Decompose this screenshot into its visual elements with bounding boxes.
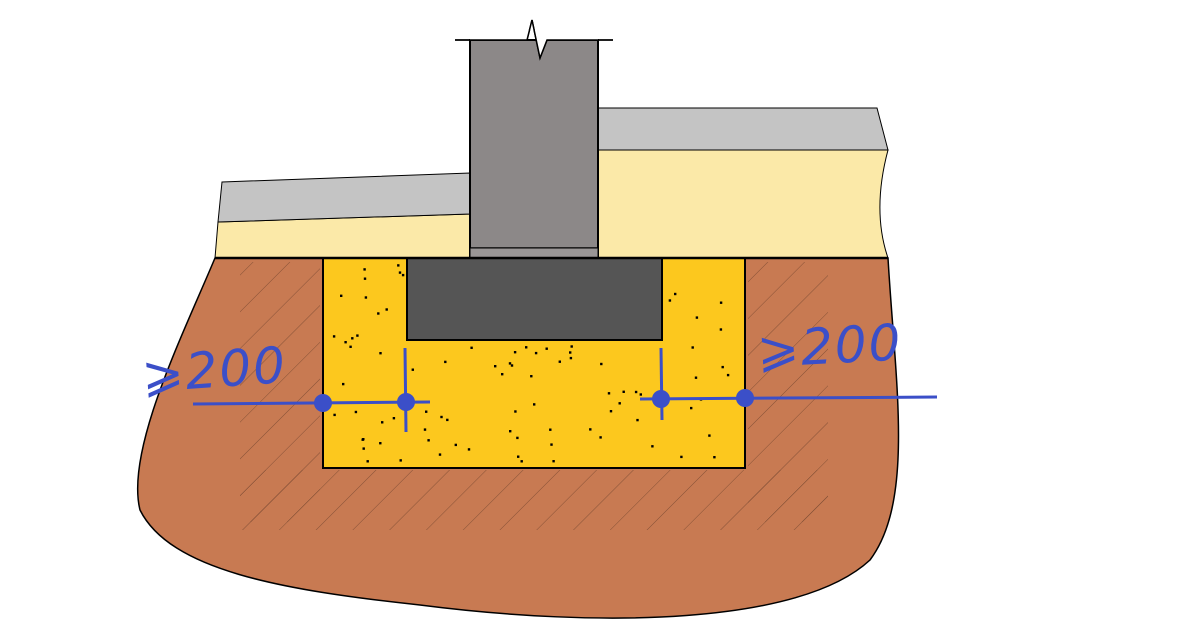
right-dimension: ⩾200 <box>639 313 938 421</box>
sand-grain <box>570 345 573 348</box>
sand-grain <box>726 373 730 377</box>
sand-grain <box>397 264 400 267</box>
sand-grain <box>398 271 402 274</box>
soil-hatching <box>240 262 828 530</box>
sand-grain <box>690 406 693 410</box>
sand-grain <box>427 439 430 442</box>
sand-grain <box>607 392 611 395</box>
sand-grain <box>425 410 428 413</box>
sand-grain <box>520 460 523 463</box>
sand-grain <box>639 393 642 396</box>
sand-grain <box>713 456 716 459</box>
sand-grain <box>361 438 364 441</box>
right-paving <box>597 107 889 151</box>
sand-grain <box>674 292 677 296</box>
sand-grain <box>708 434 711 437</box>
sand-grain <box>668 299 672 302</box>
sand-grain <box>516 436 519 440</box>
sand-grain <box>509 430 512 433</box>
sand-grain <box>550 443 553 446</box>
sand-grain <box>354 410 358 414</box>
left-dimension-label: ⩾200 <box>140 336 289 404</box>
sand-grain <box>363 268 366 271</box>
sand-grain <box>501 373 504 376</box>
sand-grain <box>332 335 336 338</box>
sand-grain <box>636 418 639 422</box>
sand-grain <box>379 352 382 355</box>
sand-grain <box>446 418 449 422</box>
sand-grain <box>470 346 473 349</box>
sand-grain <box>622 390 625 393</box>
sand-grain <box>385 308 388 311</box>
sand-grain <box>618 402 621 405</box>
left-dimension-point-outer <box>314 394 332 412</box>
left-paving <box>217 172 471 223</box>
sand-grain <box>411 368 414 371</box>
sand-grain <box>510 364 514 367</box>
sand-grain <box>342 382 345 386</box>
sand-grain <box>356 334 359 337</box>
sand-grain <box>719 301 723 304</box>
sand-grain <box>467 448 471 451</box>
sand-grain <box>423 428 427 431</box>
sand-grain <box>392 417 396 420</box>
sand-grain <box>569 351 572 354</box>
sand-grain <box>634 390 638 394</box>
sand-grain <box>362 447 365 450</box>
left-dimension: ⩾200 <box>140 336 431 433</box>
sand-grain <box>363 277 367 280</box>
sand-grain <box>514 410 517 413</box>
sand-grain <box>691 346 694 349</box>
sand-grain <box>558 360 561 363</box>
wall-column <box>469 39 599 259</box>
sand-grain <box>545 347 548 350</box>
sand-grain <box>366 460 369 463</box>
sand-grain <box>549 428 552 431</box>
sand-speckles <box>332 264 730 463</box>
sand-grain <box>381 421 384 424</box>
sand-grain <box>444 360 447 364</box>
sand-grain <box>695 316 699 319</box>
sand-grain <box>600 362 603 366</box>
sand-grain <box>517 455 520 458</box>
left-dimension-point-inner <box>397 393 415 411</box>
sand-grain <box>680 455 683 459</box>
right-dimension-point-inner <box>652 390 670 408</box>
sand-grain <box>494 365 497 368</box>
right-sand-layer <box>597 149 889 259</box>
sand-grain <box>438 453 442 456</box>
sand-grain <box>609 410 613 413</box>
sand-grain <box>525 346 528 349</box>
sand-grain <box>719 328 723 331</box>
sand-grain <box>552 460 555 463</box>
sand-grain <box>344 341 347 344</box>
right-dimension-label: ⩾200 <box>756 313 904 379</box>
sand-grain <box>351 337 354 340</box>
sand-grain <box>440 415 443 419</box>
sand-grain <box>454 443 457 447</box>
sand-grain <box>379 442 382 445</box>
sand-grain <box>401 273 405 277</box>
footing-block <box>406 257 663 341</box>
sand-grain <box>533 403 536 406</box>
sand-grain <box>569 356 573 360</box>
sand-grain <box>651 445 654 448</box>
sand-grain <box>721 365 724 369</box>
right-dimension-point-outer <box>736 389 754 407</box>
sand-grain <box>377 312 380 315</box>
sand-grain <box>508 362 512 365</box>
sand-grain <box>530 375 533 378</box>
sand-grain <box>534 351 538 355</box>
sand-grain <box>333 413 336 417</box>
sand-grain <box>694 376 698 379</box>
sand-grain <box>340 294 343 297</box>
sand-grain <box>513 351 517 354</box>
sand-grain <box>399 459 402 462</box>
sand-grain <box>599 436 602 439</box>
sand-grain <box>349 345 352 348</box>
sand-grain <box>589 428 592 431</box>
sand-grain <box>364 296 368 299</box>
